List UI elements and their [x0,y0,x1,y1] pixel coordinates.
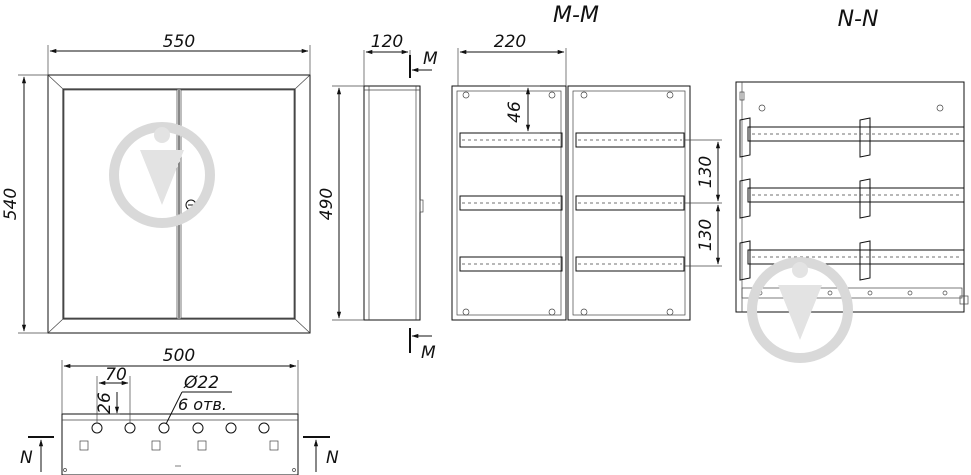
bottom-hole [258,422,270,434]
mm-din-rail-2 [459,195,685,211]
nn-din-rail-1 [739,117,965,158]
section-mark-m-top: M [423,49,438,69]
section-mm-title: M-M [553,3,599,28]
watermark-logo [747,257,853,363]
mm-rail-offset-label: 46 [505,101,525,123]
nn-din-rail-3 [739,240,965,281]
side-body [363,85,421,321]
left-door [63,89,178,319]
right-door [180,89,295,319]
bottom-hole-pitch-label: 70 [105,365,127,385]
bottom-hole [158,422,170,434]
bottom-hole-offset-label: 26 [95,392,115,414]
section-nn-title: N-N [838,7,879,32]
side-height-label: 490 [317,188,337,220]
section-mark-n-right: N [326,448,339,468]
front-door-area [62,88,296,320]
bottom-hole-count-label: 6 отв. [178,395,227,414]
bottom-width-label: 500 [163,346,195,366]
mm-left-panel [451,85,567,321]
bottom-hole [124,422,136,434]
mm-din-rail-3 [459,256,685,272]
mm-rail-pitch-1-label: 130 [696,156,716,188]
section-mark-n-left: N [20,448,33,468]
side-depth-label: 120 [371,32,403,52]
watermark-logo [109,122,215,228]
nn-bottom-strip [741,287,963,299]
section-mark-m-bottom: M [421,343,436,363]
mm-din-rail-1 [459,132,685,148]
side-view: 120 490 M M [317,32,438,363]
front-outer-frame [47,74,311,334]
bottom-hole [192,422,204,434]
bottom-hole [91,422,103,434]
bottom-hole [225,422,237,434]
front-height-label: 540 [1,188,21,220]
nn-din-rail-2 [739,178,965,219]
mm-width-label: 220 [494,32,526,52]
section-mm: M-M 220 [451,3,722,321]
bottom-hole-diameter-label: Ø22 [183,373,219,393]
bottom-panel [61,413,299,475]
front-width-label: 550 [163,32,195,52]
mm-rail-pitch-2-label: 130 [696,219,716,251]
bottom-view: 500 70 26 Ø22 6 отв. N N [20,346,339,475]
